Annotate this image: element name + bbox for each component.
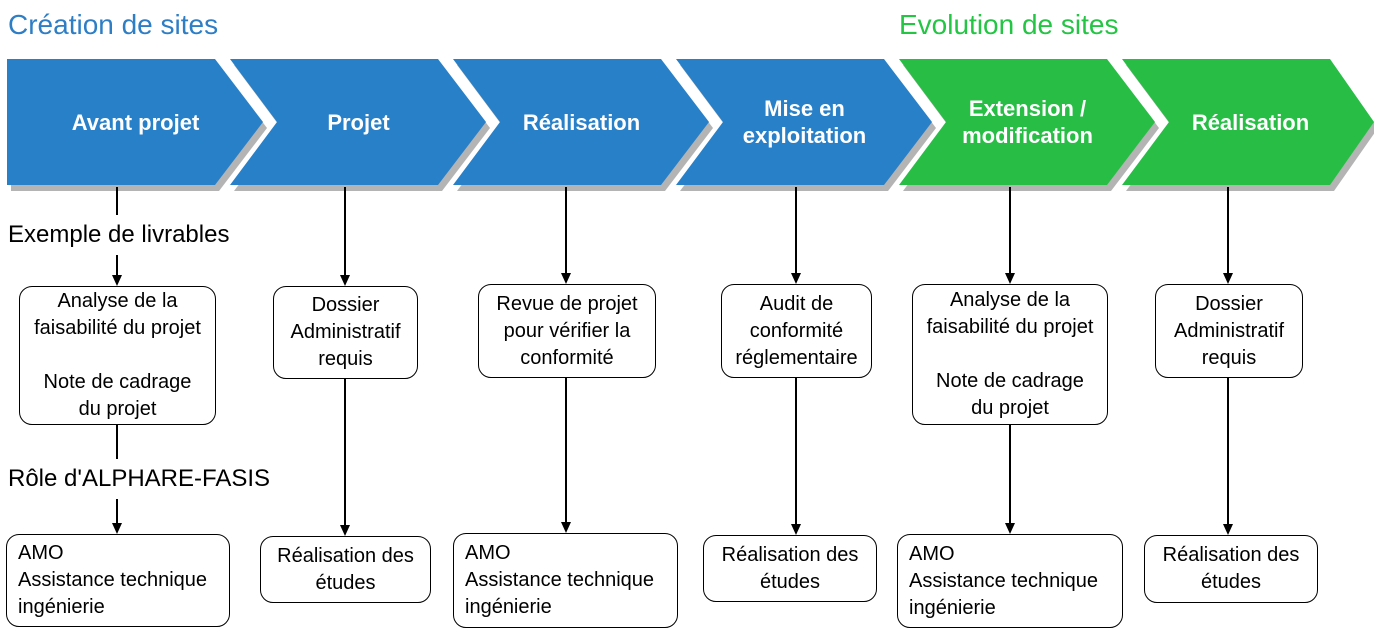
chevron-step-4-label: Mise en exploitation (742, 96, 867, 148)
connector-line (1009, 425, 1011, 523)
connector-line (344, 187, 346, 275)
connector-line (344, 379, 346, 525)
chevron-step-6 (1122, 59, 1374, 185)
connector-line (1227, 378, 1229, 524)
row-label-deliverables: Exemple de livrables (8, 215, 238, 255)
deliverable-box-avant-projet: Analyse de la faisabilité du projet Note… (19, 286, 216, 425)
chevron-step-5 (899, 59, 1155, 185)
arrowhead-icon (112, 523, 122, 534)
arrowhead-icon (112, 275, 122, 286)
chevron-step-6-label: Réalisation (1191, 109, 1310, 135)
deliverable-box-extension: Analyse de la faisabilité du projet Note… (912, 284, 1108, 425)
connector-line (1227, 187, 1229, 273)
role-box-realisation: AMO Assistance technique ingénierie (453, 533, 678, 628)
connector-line (795, 187, 797, 273)
connector-line (565, 187, 567, 273)
deliverable-box-realisation-2: Dossier Administratif requis (1155, 284, 1303, 378)
role-box-avant-projet: AMO Assistance technique ingénierie (6, 534, 230, 627)
arrowhead-icon (340, 275, 350, 286)
chevron-step-4 (676, 59, 932, 185)
connector-line (1009, 187, 1011, 273)
arrowhead-icon (1223, 524, 1233, 535)
arrowhead-icon (561, 273, 571, 284)
connector-line (795, 378, 797, 524)
role-box-projet: Réalisation des études (260, 536, 431, 603)
deliverable-box-mise-en-exploitation: Audit de conformité réglementaire (721, 284, 872, 378)
chevron-step-2-label: Projet (327, 109, 390, 135)
arrowhead-icon (791, 524, 801, 535)
arrowhead-icon (1005, 523, 1015, 534)
role-box-realisation-2: Réalisation des études (1144, 535, 1318, 603)
process-flow-chevrons (7, 59, 1374, 191)
deliverable-box-realisation: Revue de projet pour vérifier la conform… (478, 284, 656, 378)
chevron-step-1 (7, 59, 263, 185)
chevron-step-5-label: Extension / modification (962, 96, 1093, 148)
chevron-step-2 (230, 59, 486, 185)
arrowhead-icon (791, 273, 801, 284)
arrowhead-icon (340, 525, 350, 536)
row-label-role: Rôle d'ALPHARE-FASIS (8, 459, 279, 499)
chevron-step-3 (453, 59, 709, 185)
section-title-evolution: Evolution de sites (899, 9, 1119, 40)
role-box-extension: AMO Assistance technique ingénierie (897, 534, 1123, 628)
arrowhead-icon (1223, 273, 1233, 284)
chevron-step-3-label: Réalisation (522, 109, 641, 135)
arrowhead-icon (561, 522, 571, 533)
deliverable-box-projet: Dossier Administratif requis (273, 286, 418, 379)
role-box-mise-en-exploitation: Réalisation des études (703, 535, 877, 602)
section-title-creation: Création de sites (8, 9, 219, 40)
arrowhead-icon (1005, 273, 1015, 284)
chevron-step-1-label: Avant projet (71, 109, 200, 135)
connector-line (565, 378, 567, 522)
